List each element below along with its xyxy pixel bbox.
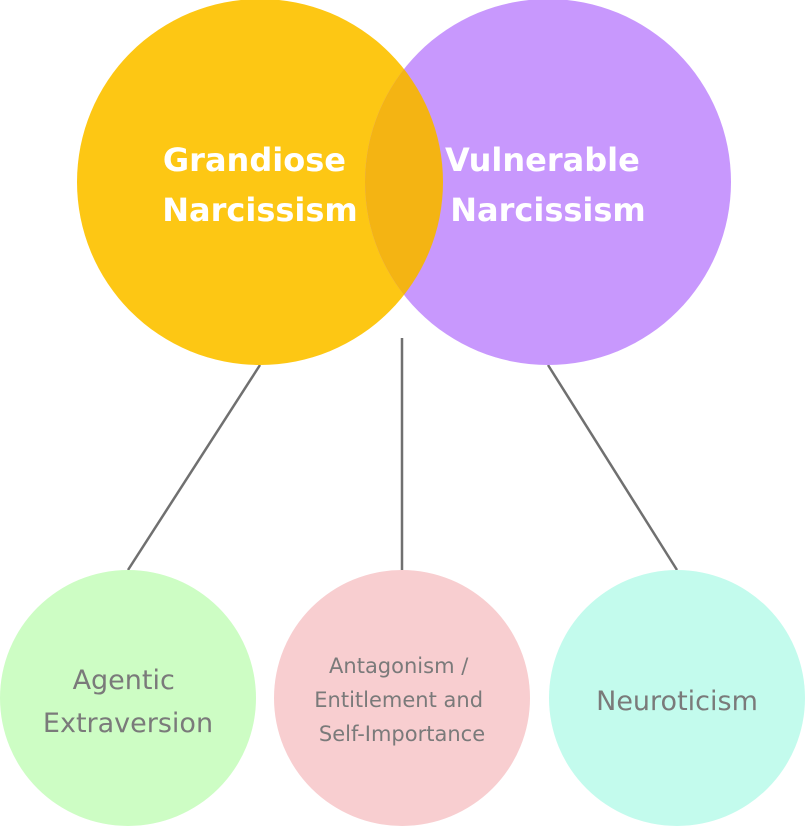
- neuroticism-label-line1: Neuroticism: [596, 686, 758, 717]
- antagonism-entitlement-label: Antagonism / Entitlement and Self-Import…: [314, 654, 489, 746]
- antagonism-entitlement-circle: [274, 570, 530, 826]
- vulnerable-label-line2: Narcissism: [450, 191, 646, 229]
- agentic-label-line2: Extraversion: [43, 708, 213, 739]
- neuroticism-circle: [549, 570, 805, 826]
- vulnerable-label-line1: Vulnerable: [445, 141, 640, 179]
- grandiose-label-line2: Narcissism: [162, 191, 358, 229]
- agentic-extraversion-label: Agentic Extraversion: [43, 665, 213, 739]
- grandiose-narcissism-label: Grandiose Narcissism: [162, 141, 358, 229]
- antagonism-label-line2: Entitlement and: [314, 688, 483, 712]
- vulnerable-narcissism-label: Vulnerable Narcissism: [445, 141, 651, 229]
- neuroticism-label: Neuroticism: [596, 686, 758, 717]
- grandiose-label-line1: Grandiose: [163, 141, 346, 179]
- connector-grandiose-agentic: [126, 364, 262, 571]
- antagonism-label-line3: Self-Importance: [319, 722, 485, 746]
- vulnerable-narcissism-circle: [365, 0, 731, 365]
- agentic-label-line1: Agentic: [73, 665, 175, 696]
- antagonism-label-line1: Antagonism /: [329, 654, 469, 678]
- grandiose-narcissism-circle: [77, 0, 443, 365]
- agentic-extraversion-circle: [0, 570, 256, 826]
- connector-vulnerable-neuroticism: [546, 364, 679, 571]
